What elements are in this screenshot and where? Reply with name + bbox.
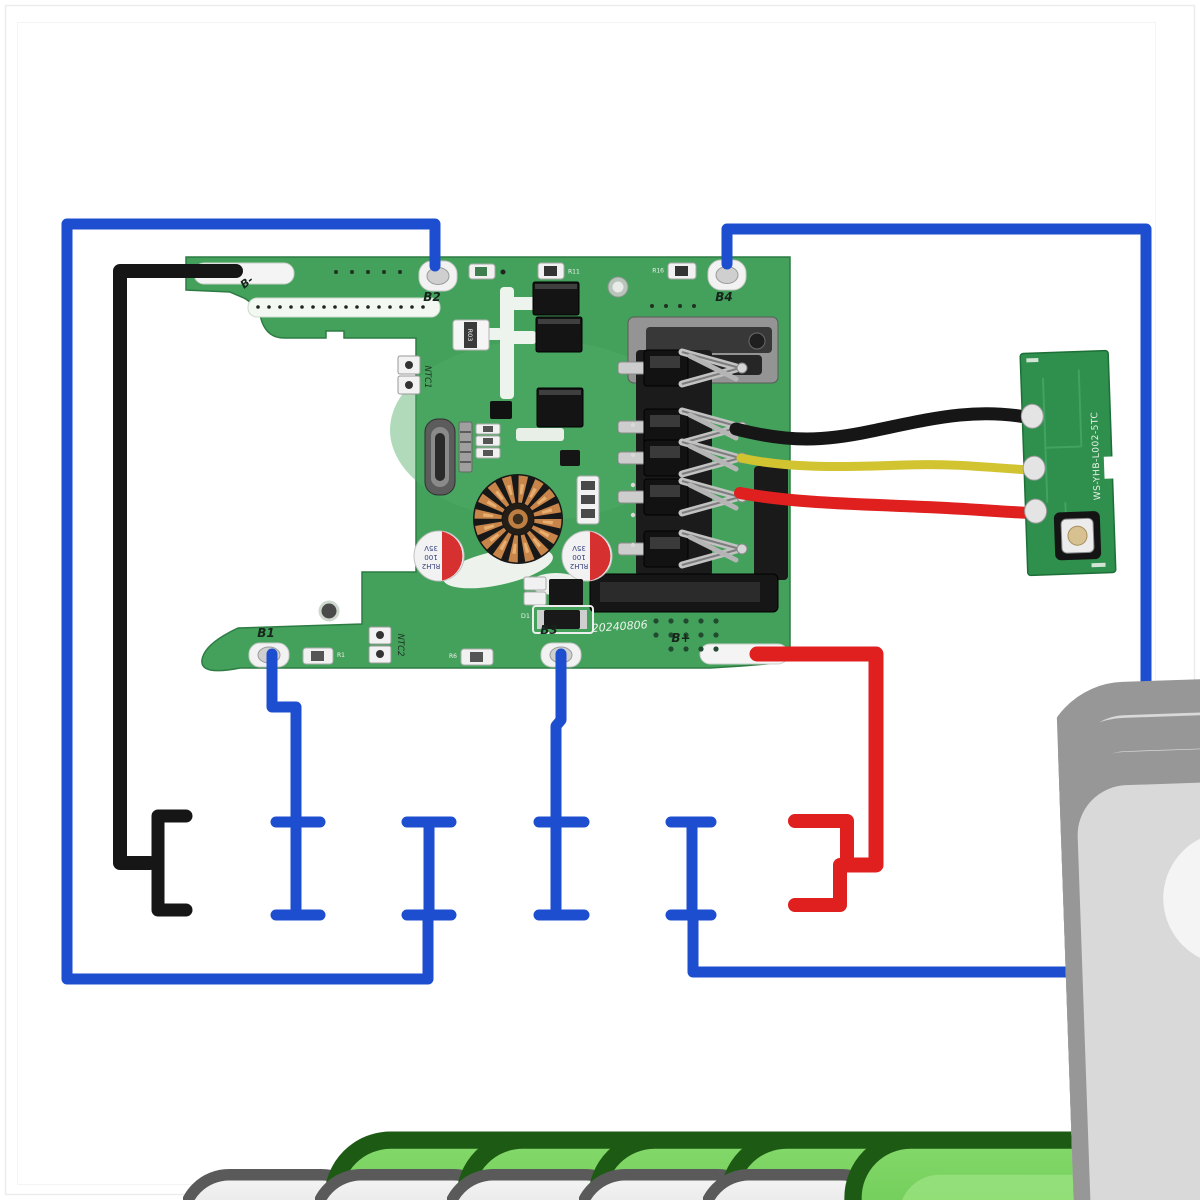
power-trace (510, 331, 536, 344)
power-trace (510, 297, 536, 310)
battery-pack (183, 1140, 1200, 1200)
status-led-3 (1059, 729, 1200, 1200)
date-code-label: 20240806 (591, 618, 648, 635)
led-board-traces (1041, 369, 1083, 543)
d1-label: D1 (521, 612, 530, 620)
power-button (1053, 511, 1102, 561)
inductor (443, 474, 582, 595)
b-minus-label: B- (238, 273, 256, 291)
solder-pad-red (1024, 498, 1048, 524)
wire-red-b-plus (749, 646, 884, 873)
cap-line3: 35V (572, 544, 586, 552)
silk-mark (1026, 357, 1039, 363)
wire-red-row1-branch (788, 814, 854, 872)
r16-label: R16 (652, 268, 664, 275)
led-board-model-label: WS-YHB-L002-5TC (1090, 412, 1103, 501)
balance-strip-holes (256, 305, 425, 309)
terminal-bottom-rail-slot (600, 582, 760, 602)
mosfets (532, 281, 584, 428)
mounting-hole-center (612, 281, 624, 293)
cap-line1: RLH2 (422, 562, 440, 570)
cap-line2: 100 (572, 553, 585, 561)
via-dots-top (334, 270, 696, 308)
silk-mark (1091, 562, 1106, 568)
power-trace (500, 287, 514, 399)
wire-red-indicator (734, 487, 1038, 519)
r1-label: R1 (337, 652, 345, 659)
bottom-components: D1 R1 R6 NTC2 (302, 576, 594, 666)
r6-label: R6 (449, 653, 457, 660)
power-trace (486, 328, 502, 340)
terminal-pads (630, 422, 636, 548)
b4-label: B4 (715, 290, 733, 304)
wire-blue-b4-loop (687, 223, 1152, 978)
b3-label: B3 (540, 623, 558, 637)
wire-black-negative-bracket (151, 809, 193, 917)
capacitor-text: RLH2 100 35V (570, 544, 588, 570)
led-indicator-board: WS-YHB-L002-5TC (1019, 349, 1200, 1200)
wire-blue-b1 (266, 648, 302, 828)
wire-blue-b2-loop (61, 218, 441, 985)
shunt-resistor: R03 (452, 319, 490, 351)
cap-line1: RLH2 (570, 562, 588, 570)
r11-label: R11 (568, 269, 580, 276)
b-plus-label: B+ (671, 631, 690, 645)
capacitor-right: RLH2 100 35V (561, 530, 613, 582)
ntc1-label: NTC1 (422, 366, 432, 389)
wire-black-indicator (729, 407, 1038, 446)
b1-label: B1 (257, 626, 275, 640)
terminal-side-bar (754, 466, 788, 580)
solder-pad-yellow (1022, 455, 1046, 481)
cap-line3: 35V (424, 544, 438, 552)
balance-strip (247, 297, 441, 318)
shunt-label: R03 (466, 329, 474, 342)
wire-blue-interconnects (270, 816, 717, 921)
wire-red-row2-branch (788, 858, 847, 912)
b2-label: B2 (423, 290, 441, 304)
via-grid-bottom (653, 618, 719, 652)
cap-line2: 100 (424, 553, 437, 561)
mounting-hole (318, 600, 340, 622)
capacitor-text: RLH2 100 35V (422, 544, 440, 570)
smd-top-row: R11 R16 (468, 262, 697, 280)
capacitor-left: RLH2 100 35V (413, 530, 465, 582)
power-trace (516, 428, 564, 441)
led-board-notch (1103, 456, 1117, 479)
wire-black-b-minus (113, 264, 243, 870)
usb-c-port (424, 418, 473, 496)
smd-cluster (475, 401, 600, 525)
ntc1-component: NTC1 (397, 355, 432, 395)
main-pcb: R03 R11 R16 (185, 256, 791, 672)
wire-blue-b3 (550, 648, 567, 828)
solder-pad-black (1020, 403, 1044, 429)
ntc2-label: NTC2 (395, 634, 405, 657)
wire-yellow-indicator (736, 453, 1039, 475)
